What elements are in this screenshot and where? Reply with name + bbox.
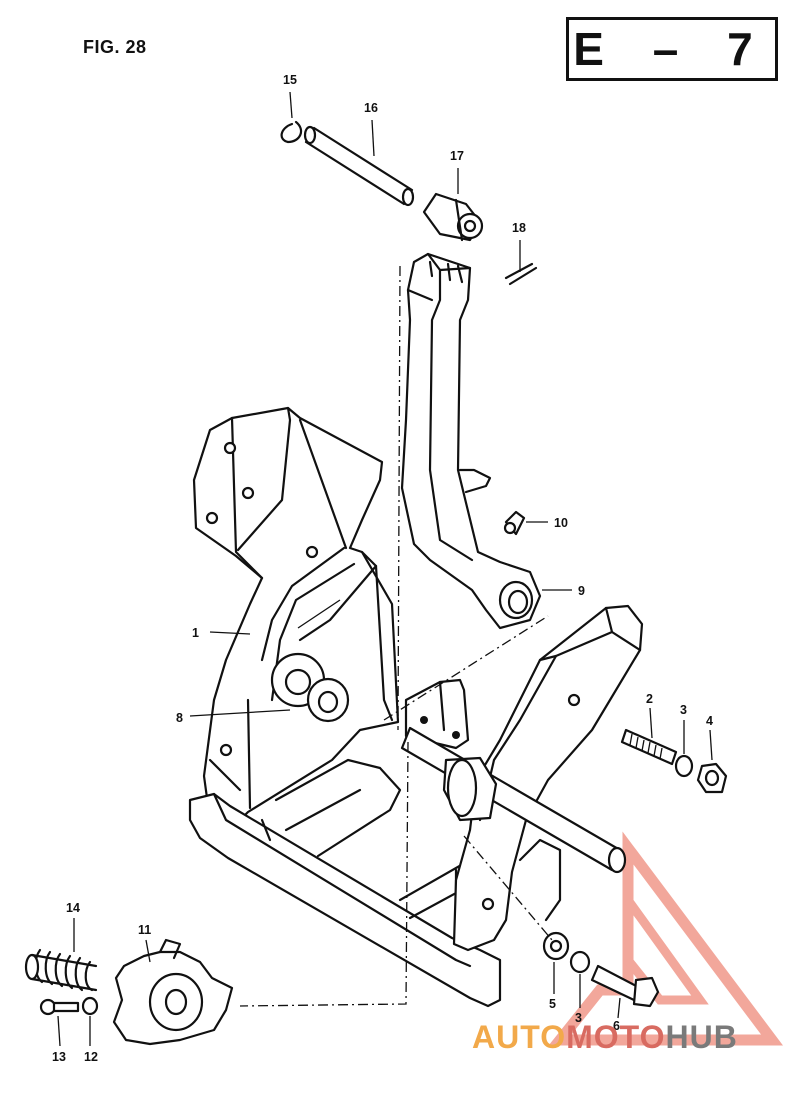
- nut: [696, 762, 728, 794]
- callout-2: 2: [646, 692, 653, 706]
- screw: [39, 998, 80, 1016]
- callout-16: 16: [364, 101, 378, 115]
- callout-12: 12: [84, 1050, 98, 1064]
- clamp-arm: [400, 604, 644, 952]
- callout-8: 8: [176, 711, 183, 725]
- callout-1: 1: [192, 626, 199, 640]
- coil-spring: [24, 948, 98, 992]
- callout-18: 18: [512, 221, 526, 235]
- cover: [112, 938, 234, 1046]
- stud-bolt: [620, 728, 678, 766]
- main-bracket: [192, 406, 400, 822]
- figure-title: FIG. 28: [83, 37, 147, 57]
- bushing: [422, 192, 484, 242]
- sheet-number: E – 7: [573, 23, 771, 75]
- spring-washer: [674, 754, 694, 778]
- grease-nipple: [503, 510, 526, 536]
- assembly-lines: [239, 265, 553, 1007]
- watermark-hub: HUB: [665, 1019, 738, 1055]
- sheet-number-box: E – 7: [566, 17, 778, 81]
- watermark-triangle-icon: [548, 831, 783, 1046]
- callout-4: 4: [706, 714, 713, 728]
- callout-labels: 1 2 3 4 5 3 6 8 9 10 11 12 13 14 15 16 1…: [52, 73, 713, 1064]
- callout-10: 10: [554, 516, 568, 530]
- callout-17: 17: [450, 149, 464, 163]
- callout-14: 14: [66, 901, 80, 915]
- callout-15: 15: [283, 73, 297, 87]
- callout-6: 6: [613, 1019, 620, 1033]
- watermark-logo: AUTOMOTOHUB: [472, 1019, 738, 1059]
- pin: [303, 125, 415, 207]
- flat-washer: [542, 931, 570, 961]
- tilt-arm: [400, 252, 542, 630]
- snap-ring: [280, 120, 303, 144]
- cotter-pin: [504, 262, 538, 286]
- watermark-moto: MOTO: [566, 1019, 666, 1055]
- callout-13: 13: [52, 1050, 66, 1064]
- washer-pair: [270, 652, 350, 723]
- callout-11: 11: [138, 923, 151, 937]
- watermark-auto: AUTO: [472, 1019, 567, 1055]
- callout-9: 9: [578, 584, 585, 598]
- lock-washer: [569, 950, 591, 974]
- callout-3: 3: [680, 703, 687, 717]
- leader-lines: [57, 91, 713, 1047]
- hex-bolt: [590, 964, 660, 1008]
- small-washer: [81, 996, 99, 1016]
- callout-5: 5: [549, 997, 556, 1011]
- callout-3b: 3: [575, 1011, 582, 1025]
